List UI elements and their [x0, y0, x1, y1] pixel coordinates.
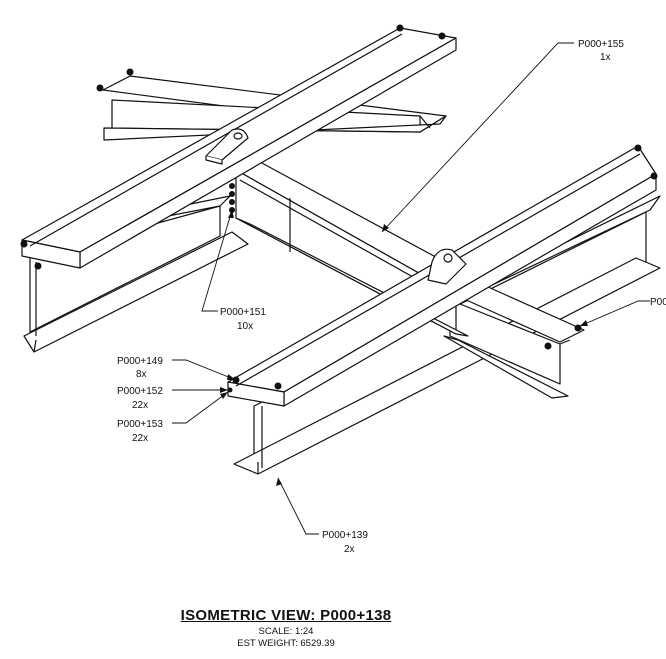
- callout-p149-part: P000+149: [117, 356, 163, 367]
- callout-p139: P000+139 2x: [322, 530, 368, 555]
- callout-p139-part: P000+139: [322, 530, 368, 541]
- callout-p152-part: P000+152: [117, 386, 163, 397]
- leader-lines: [172, 42, 650, 535]
- callout-p149: P000+149 8x: [117, 356, 163, 380]
- lifting-lug-right: [427, 248, 467, 285]
- scale-label: SCALE: 1:24: [258, 626, 314, 637]
- callout-p152: P000+152 22x: [117, 386, 163, 411]
- callout-p151-qty: 10x: [237, 321, 253, 332]
- callout-right-part: P00: [650, 297, 666, 308]
- callout-p149-qty: 8x: [136, 369, 147, 380]
- lower-beam-front-right: [443, 277, 585, 399]
- callout-p152-qty: 22x: [132, 400, 148, 411]
- callout-right-truncated: P00: [650, 297, 666, 308]
- callout-p155-part: P000+155: [578, 39, 624, 50]
- callout-p151-part: P000+151: [220, 307, 266, 318]
- view-title: ISOMETRIC VIEW: P000+138: [180, 607, 392, 624]
- bolt-heads: [20, 24, 658, 393]
- top-beam-left: [21, 27, 457, 269]
- lifting-lug-left: [205, 128, 249, 165]
- callout-p139-qty: 2x: [344, 544, 355, 555]
- callout-p153: P000+153 22x: [117, 419, 163, 444]
- callout-p153-part: P000+153: [117, 419, 163, 430]
- callout-p151: P000+151 10x: [220, 307, 266, 332]
- callout-p155: P000+155 1x: [578, 39, 624, 63]
- leader-arrowheads: [220, 210, 588, 486]
- weight-label: EST WEIGHT: 6529.39: [237, 638, 335, 649]
- callout-p155-qty: 1x: [600, 52, 611, 63]
- callout-p153-qty: 22x: [132, 433, 148, 444]
